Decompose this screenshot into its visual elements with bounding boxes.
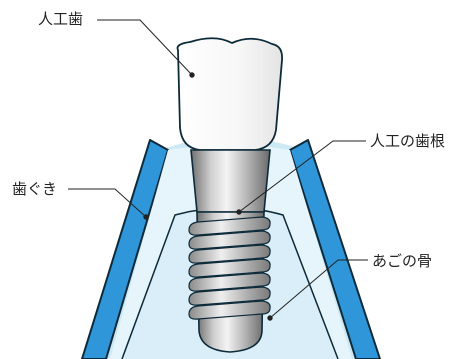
implant-threads xyxy=(189,217,270,319)
leader-gum-dot xyxy=(144,215,148,219)
leader-root-dot xyxy=(237,210,241,214)
label-implant-root: 人工の歯根 xyxy=(370,134,445,149)
leader-crown-dot xyxy=(190,73,194,77)
label-crown: 人工歯 xyxy=(38,12,83,27)
abutment xyxy=(191,150,270,212)
label-jawbone: あごの骨 xyxy=(372,254,432,269)
label-gum: 歯ぐき xyxy=(12,182,57,197)
leader-jaw-dot xyxy=(268,316,272,320)
crown xyxy=(178,38,283,150)
